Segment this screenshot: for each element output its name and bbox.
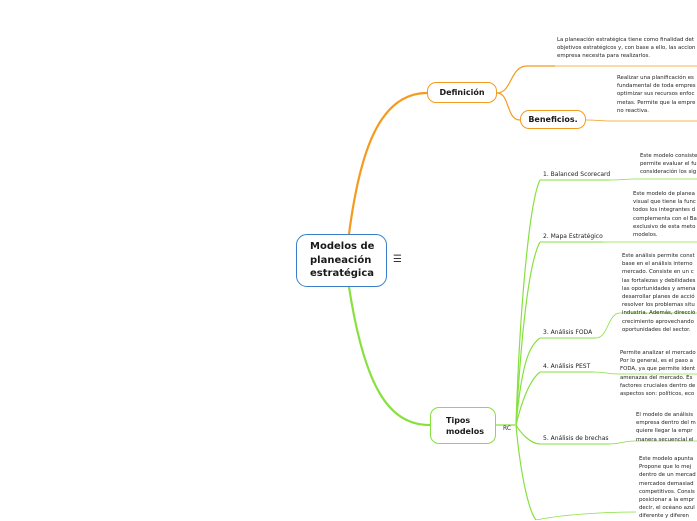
model-3-text: Este análisis permite const base en el a… — [622, 252, 695, 334]
trunk-upper — [515, 179, 541, 426]
topic-tipos-modelos[interactable]: Tipos modelos — [430, 407, 496, 444]
trunk-upper-2 — [515, 241, 541, 426]
model-6-text-line: dentro de un mercad — [639, 472, 696, 479]
beneficios-text-line: no reactiva. — [617, 107, 649, 114]
definicion-text-line: objetivos estratégicos y, con base a ell… — [557, 45, 696, 52]
definicion-text-line: empresa necesita para realizarlos. — [557, 53, 651, 60]
model-3-text-line: las fortalezas y debilidades — [622, 277, 696, 284]
model-3-text-line: base en el análisis interno — [622, 261, 693, 268]
model-5-text: El modelo de análisis empresa dentro del… — [636, 411, 696, 444]
trunk-upper-3 — [515, 337, 541, 426]
model-4-text-line: FODA, ya que permite ident — [620, 366, 696, 373]
topic-beneficios[interactable]: Beneficios. — [520, 110, 586, 129]
connector-model-6-text — [535, 511, 637, 520]
model-4-text-line: aspectos son: políticos, eco — [620, 391, 695, 398]
model-analisis-foda[interactable]: 3. Análisis FODA — [543, 329, 593, 336]
beneficios-text: Realizar una planificación es fundamenta… — [617, 74, 696, 115]
definicion-text: La planeación estratégica tiene como fin… — [557, 36, 695, 61]
model-1-text-line: consideración los sig — [640, 169, 697, 176]
model-3-text-line: oportunidades del sector. — [622, 326, 691, 333]
model-5-text-line: quiere llegar la empr — [636, 428, 693, 435]
trunk-lower — [515, 424, 541, 445]
model-1-text-line: Este modelo consiste — [640, 153, 697, 159]
trunk-lower-2 — [515, 424, 537, 520]
hamburger-menu-icon[interactable]: ☰ — [393, 254, 402, 265]
model-4-text-line: amenazas del mercado. Es — [620, 374, 693, 381]
model-2-text-line: modelos. — [633, 232, 658, 239]
connector-beneficios-text — [585, 119, 697, 122]
model-3-text-line: Este análisis permite const — [622, 253, 695, 259]
model-4-text-line: Por lo general, es el paso a — [620, 358, 693, 365]
connector-model-5-text — [609, 440, 697, 445]
model-2-text-line: exclusivo de esta meto — [633, 223, 696, 230]
model-5-text-line: empresa dentro del m — [636, 420, 696, 427]
central-topic-line-2: planeación — [310, 254, 372, 266]
topic-definicion-label: Definición — [439, 88, 485, 97]
topic-tipos-line-2: modelos — [446, 426, 484, 436]
model-4-text-line: factores cruciales dentro de — [620, 382, 696, 389]
model-1-text-line: permite evaluar el fu — [640, 161, 697, 168]
connector-tipos — [347, 286, 431, 427]
model-3-text-line: desarrollar planes de acció — [622, 294, 695, 301]
model-2-text-line: todos los integrantes d — [633, 207, 696, 214]
connector-definicion-text — [496, 65, 555, 94]
model-3-text-line: resolver los problemas situ — [622, 302, 695, 309]
model-6-text-line: diferente y diferen — [639, 513, 689, 520]
model-mapa-estrategico[interactable]: 2. Mapa Estratégico — [543, 233, 603, 240]
model-6-text-line: Propone que lo mej — [639, 464, 692, 471]
rc-label: RC — [503, 425, 512, 432]
model-6-text-line: competitivos. Consis — [639, 488, 695, 495]
model-5-text-line: manera secuencial el — [636, 436, 694, 443]
model-6-text-line: posicionar a la empr — [639, 497, 695, 504]
model-3-text-line: industria. Además, direcció — [622, 310, 696, 317]
model-1-text: Este modelo consiste permite evaluar el … — [640, 152, 697, 177]
central-topic-line-3: estratégica — [310, 268, 375, 279]
beneficios-text-line: metas. Permite que la empre — [617, 99, 696, 106]
connector-definicion — [347, 91, 428, 235]
central-topic[interactable]: Modelos de planeación estratégica — [296, 234, 387, 287]
topic-definicion[interactable]: Definición — [427, 82, 497, 103]
definicion-text-line: La planeación estratégica tiene como fin… — [557, 37, 694, 43]
model-3-text-line: mercado. Consiste en un c — [622, 269, 694, 276]
model-5-text-line: El modelo de análisis — [636, 412, 693, 418]
beneficios-text-line: optimizar sus recursos enfoc — [617, 91, 695, 98]
central-topic-line-1: Modelos de — [310, 241, 375, 252]
model-6-text: Este modelo apunta Propone que lo mej de… — [639, 455, 696, 521]
model-4-text: Permite analizar el mercado Por lo gener… — [620, 349, 696, 398]
beneficios-text-line: Realizar una planificación es — [617, 75, 694, 81]
model-2-text: Este modelo de planea visual que tiene l… — [633, 190, 697, 239]
beneficios-text-line: fundamental de toda empres — [617, 83, 696, 90]
trunk-upper-4 — [515, 371, 541, 426]
model-analisis-brechas[interactable]: 5. Análisis de brechas — [543, 435, 609, 442]
model-2-text-line: visual que tiene la func — [633, 199, 696, 206]
model-6-text-line: decir, el océano azul — [639, 505, 695, 512]
model-balanced-scorecard[interactable]: 1. Balanced Scorecard — [543, 171, 611, 178]
model-analisis-pest[interactable]: 4. Análisis PEST — [543, 363, 591, 370]
model-2-text-line: Este modelo de planea — [633, 191, 695, 197]
model-6-text-line: mercados demasiad — [639, 480, 694, 487]
model-2-text-line: complementa con el Ba — [633, 215, 697, 222]
model-3-text-line: las oportunidades y amena — [622, 285, 696, 292]
topic-beneficios-label: Beneficios. — [528, 115, 578, 124]
connector-model-3-text — [595, 312, 697, 339]
model-6-text-line: Este modelo apunta — [639, 456, 694, 462]
model-3-text-line: crecimiento aprovechando — [622, 318, 694, 325]
connector-beneficios — [496, 92, 521, 121]
model-4-text-line: Permite analizar el mercado — [620, 350, 696, 356]
connector-model-1-text — [609, 178, 697, 181]
connector-model-4-text — [593, 371, 697, 375]
topic-tipos-line-1: Tipos — [446, 415, 471, 425]
